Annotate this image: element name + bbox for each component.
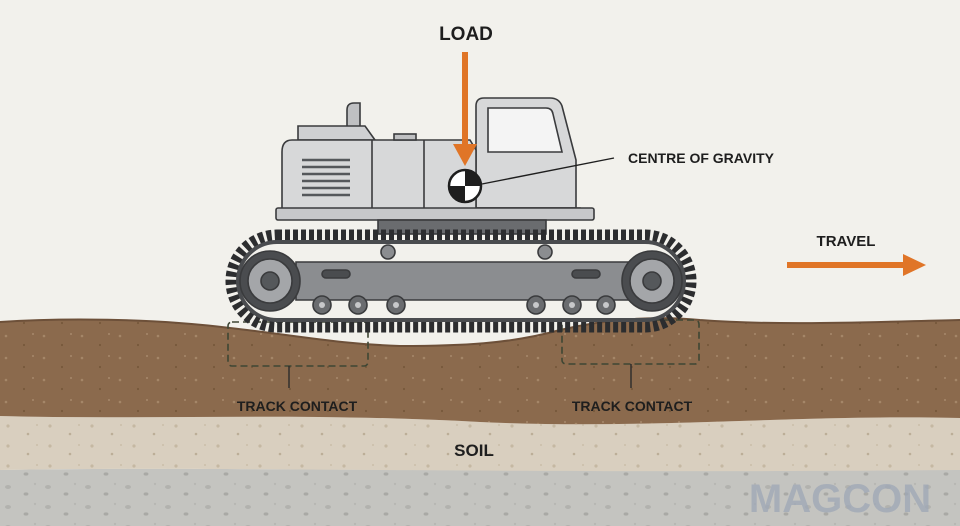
ground [0,317,960,526]
centre-of-gravity-icon [447,168,483,204]
arrow-right-icon [787,254,926,276]
track-contact-zone-right [561,319,700,388]
counterweight-base [275,207,595,221]
arrow-down-icon [453,52,477,166]
excavator [225,97,697,333]
crawler-track [225,229,697,333]
soil-label: SOIL [454,441,494,460]
engine-hood [297,125,377,141]
travel-label: TRAVEL [817,233,876,250]
track-contact-right-label: TRACK CONTACT [572,398,693,414]
track-contact-left-label: TRACK CONTACT [237,398,358,414]
centre-of-gravity-label: CENTRE OF GRAVITY [628,150,775,166]
brand-watermark: MAGCON [749,477,931,521]
cab-window [487,107,564,153]
cog-leader-line [481,157,615,185]
engine-grille [302,158,350,197]
load-label: LOAD [439,24,493,45]
